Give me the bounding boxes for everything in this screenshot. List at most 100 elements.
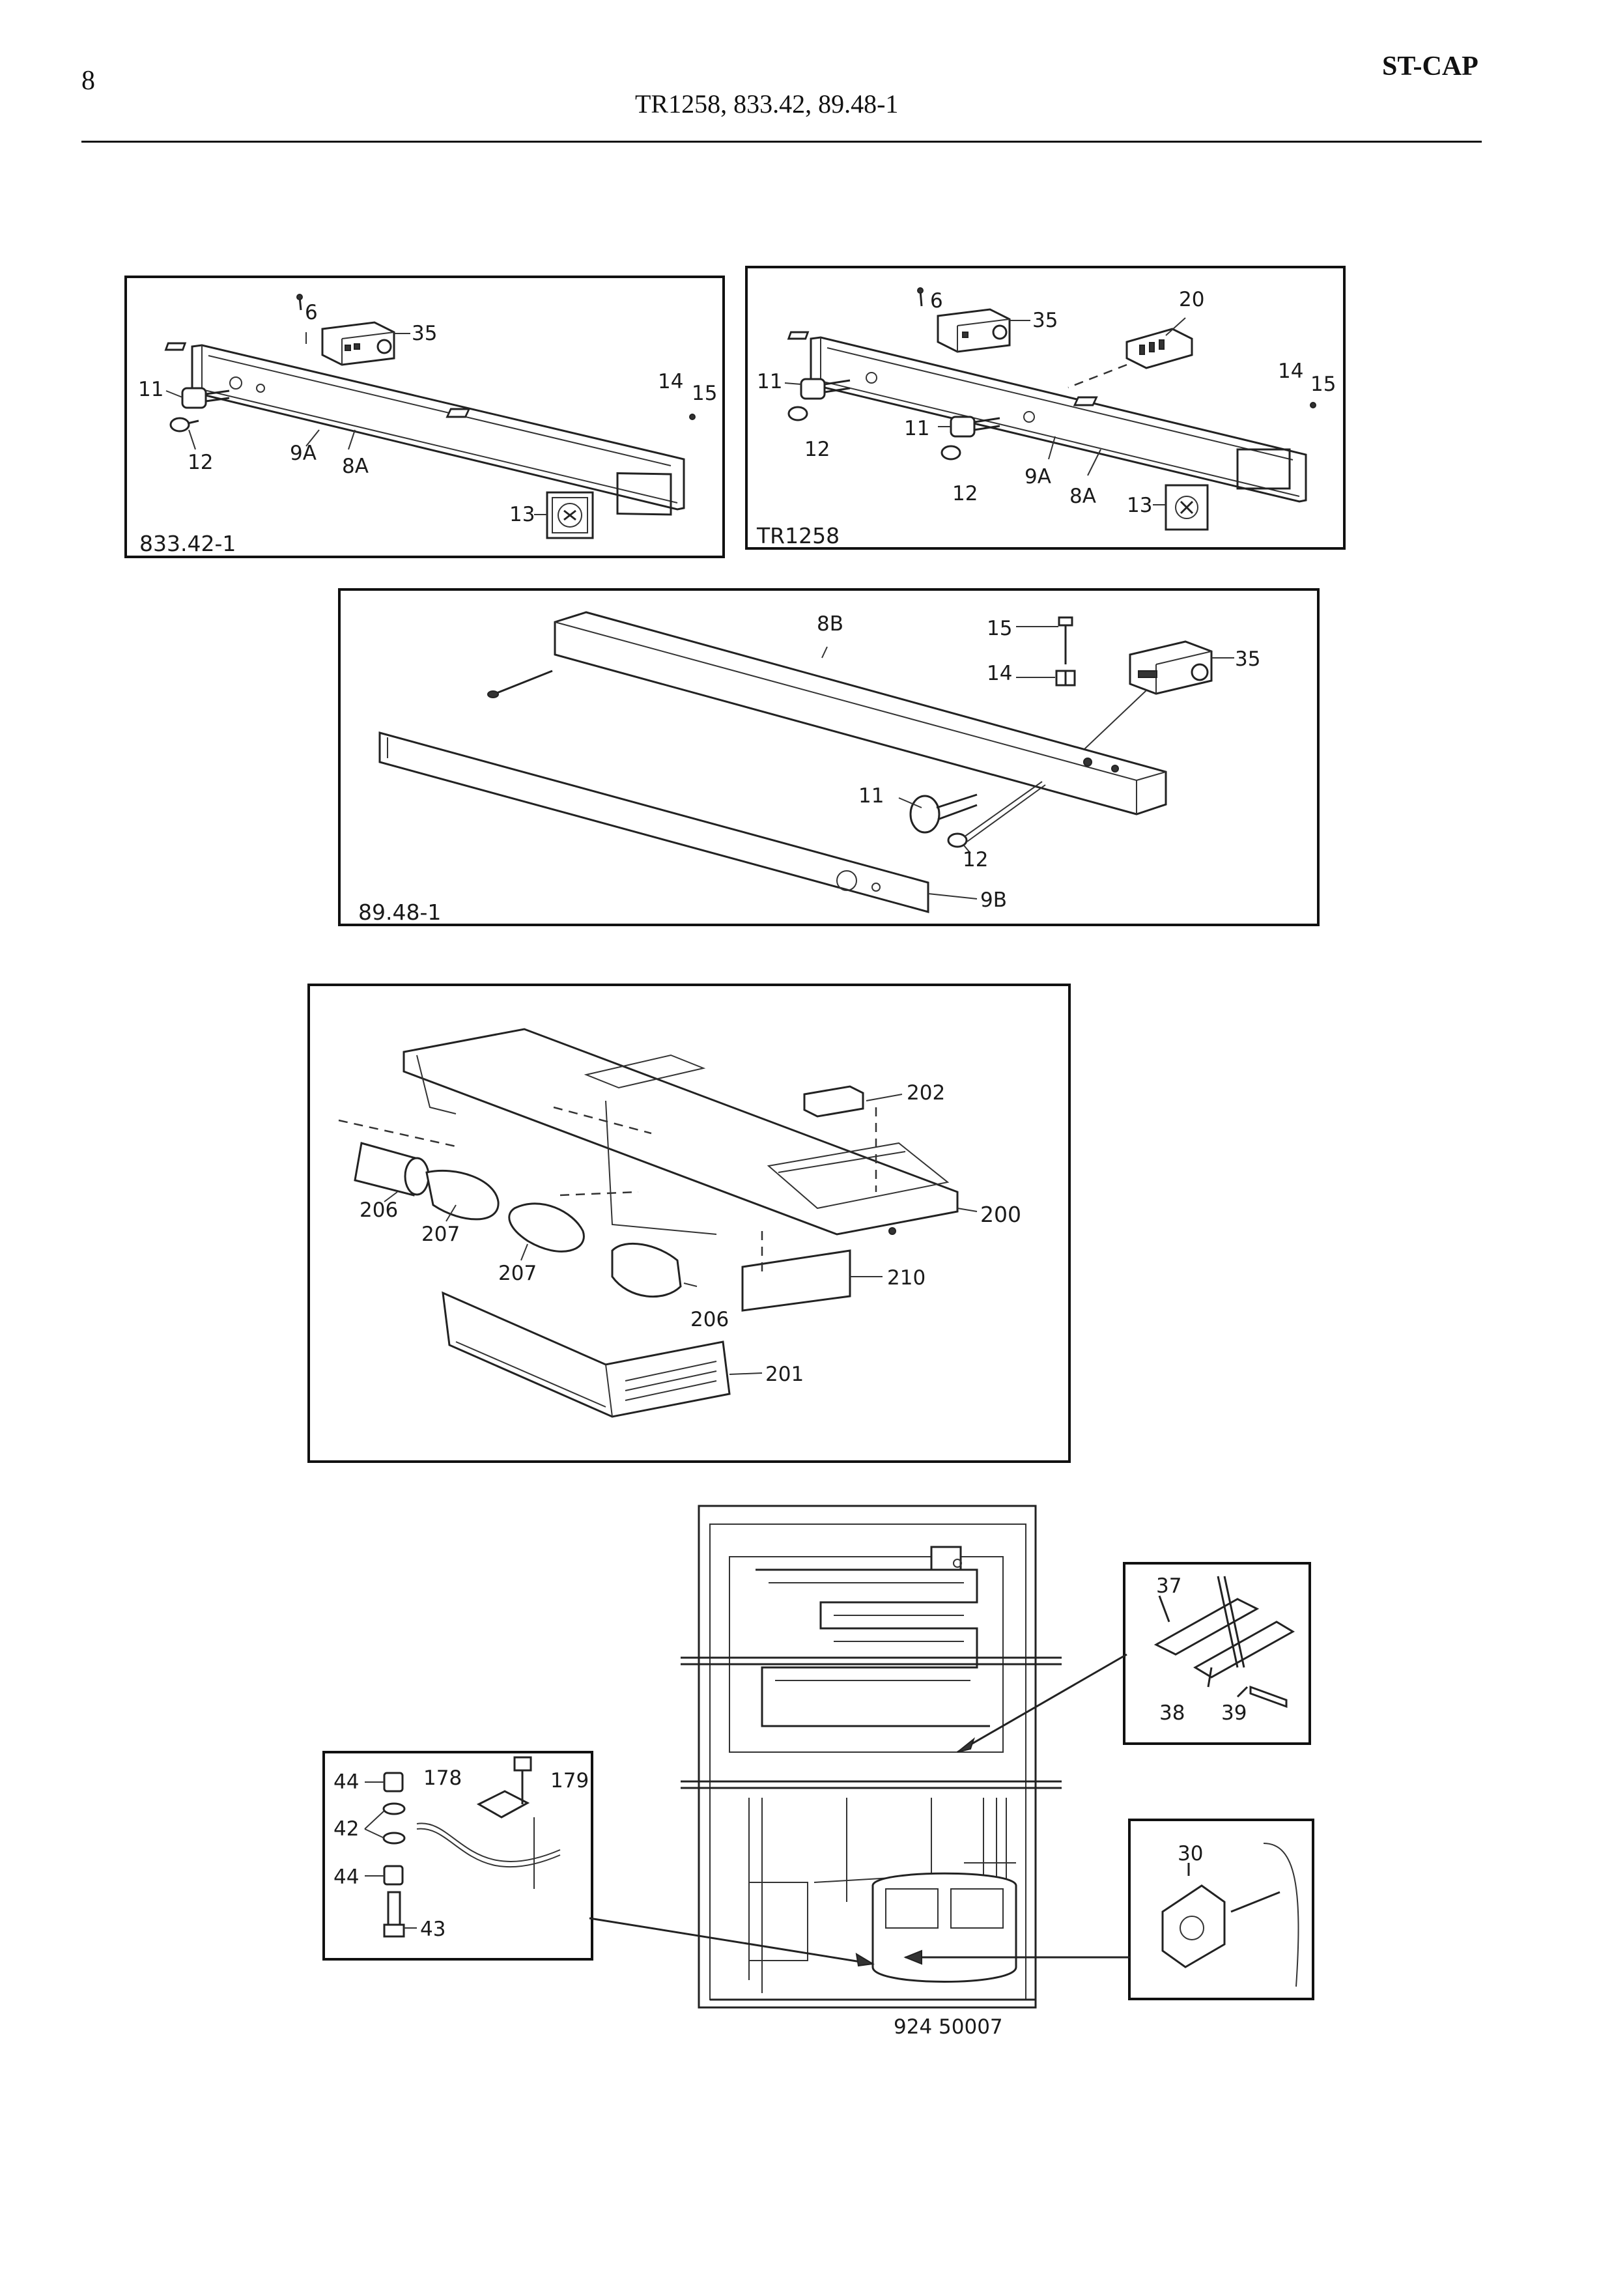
inset-relay: 30 bbox=[903, 1819, 1314, 2000]
compressor bbox=[871, 1872, 1017, 1983]
inset-mount: 44 178 179 42 44 43 bbox=[322, 1751, 875, 1967]
label-14: 14 bbox=[1278, 360, 1303, 383]
label-15: 15 bbox=[1310, 373, 1336, 396]
series-code: ST-CAP bbox=[1382, 51, 1478, 81]
lamp-cover-201 bbox=[442, 1291, 731, 1418]
label-206b: 206 bbox=[690, 1308, 729, 1331]
label-178: 178 bbox=[423, 1766, 462, 1790]
screw-15-clip-14 bbox=[1055, 616, 1076, 687]
panel-caption-tr1258: TR1258 bbox=[756, 523, 840, 548]
lamp-12b bbox=[940, 445, 961, 461]
bulb-207b bbox=[508, 1202, 585, 1253]
switch-block-35 bbox=[937, 308, 1011, 353]
lamp-cover-13 bbox=[546, 491, 594, 539]
lamp-12a bbox=[787, 406, 808, 421]
label-13: 13 bbox=[509, 503, 535, 526]
label-38: 38 bbox=[1159, 1701, 1185, 1725]
screw-6 bbox=[787, 287, 924, 340]
drawing-number: 924 50007 bbox=[894, 2015, 1003, 2039]
label-202: 202 bbox=[907, 1081, 945, 1105]
thermostat-knob-11a bbox=[800, 378, 851, 400]
lamp-12 bbox=[947, 781, 1046, 848]
panel-tr1258-frame bbox=[745, 266, 1346, 550]
label-15: 15 bbox=[987, 617, 1012, 640]
label-11: 11 bbox=[138, 378, 163, 401]
label-9a: 9A bbox=[290, 442, 317, 465]
label-11: 11 bbox=[858, 784, 884, 808]
panel-caption-833-42-1: 833.42-1 bbox=[139, 531, 236, 556]
label-8b: 8B bbox=[817, 612, 843, 636]
screw-6 bbox=[164, 294, 303, 351]
label-207b: 207 bbox=[498, 1262, 537, 1285]
knob-11 bbox=[909, 793, 978, 834]
label-39: 39 bbox=[1221, 1701, 1247, 1725]
label-201: 201 bbox=[765, 1363, 804, 1386]
label-200: 200 bbox=[980, 1202, 1021, 1227]
panel-833-frame bbox=[124, 276, 725, 558]
label-206a: 206 bbox=[360, 1198, 398, 1222]
lamp-socket-206a bbox=[354, 1142, 430, 1197]
panel-lamp-frame bbox=[307, 984, 1071, 1463]
label-207a: 207 bbox=[421, 1223, 460, 1246]
lamp-housing-200 bbox=[403, 1028, 959, 1236]
label-13: 13 bbox=[1127, 494, 1152, 517]
screw-long bbox=[487, 670, 553, 698]
lamp-12 bbox=[169, 417, 199, 432]
fridge-cabinet bbox=[698, 1505, 1037, 2009]
document-title: TR1258, 833.42, 89.48-1 bbox=[635, 89, 899, 119]
label-42: 42 bbox=[333, 1817, 359, 1841]
control-panel-bar-8a bbox=[810, 336, 1307, 503]
panel-8948-frame bbox=[338, 588, 1320, 926]
label-30: 30 bbox=[1178, 1842, 1203, 1865]
label-8a: 8A bbox=[1069, 485, 1096, 508]
thermostat-knob-11b bbox=[950, 416, 1000, 438]
thermostat-knob-11 bbox=[181, 387, 230, 409]
panel-89-48-1: 8B 15 14 35 11 12 9B 89.48-1 bbox=[338, 588, 1320, 926]
panel-tr1258: 6 35 20 11 11 14 15 12 12 9A 8A 13 TR125… bbox=[745, 266, 1346, 550]
panel-833-42-1: 6 35 11 14 15 12 9A 8A 13 833.42-1 bbox=[124, 276, 725, 558]
switch-block-35 bbox=[1084, 640, 1213, 750]
label-44b: 44 bbox=[333, 1865, 359, 1889]
label-12b: 12 bbox=[952, 482, 978, 505]
label-179: 179 bbox=[550, 1769, 589, 1793]
label-9a: 9A bbox=[1025, 465, 1051, 489]
condenser-coil bbox=[756, 1568, 990, 1727]
switch-unit-20 bbox=[1068, 328, 1193, 389]
control-housing-8b bbox=[554, 611, 1167, 815]
clip-14-15 bbox=[445, 408, 696, 420]
label-15: 15 bbox=[692, 382, 717, 405]
label-35: 35 bbox=[1032, 309, 1058, 332]
label-20: 20 bbox=[1179, 288, 1204, 311]
panel-fridge-rear: 37 38 39 30 bbox=[322, 1505, 1314, 2039]
label-14: 14 bbox=[658, 370, 683, 393]
clip-14-15 bbox=[1073, 396, 1316, 408]
label-14: 14 bbox=[987, 662, 1012, 685]
label-12: 12 bbox=[963, 848, 988, 872]
control-panel-bar-8a bbox=[191, 344, 685, 516]
label-43: 43 bbox=[420, 1918, 445, 1941]
label-12: 12 bbox=[188, 451, 213, 474]
switch-block-35 bbox=[321, 321, 395, 366]
label-8a: 8A bbox=[342, 455, 369, 478]
inset-bracket: 37 38 39 bbox=[957, 1562, 1311, 1753]
label-9b: 9B bbox=[980, 888, 1007, 912]
connector-202 bbox=[803, 1085, 877, 1192]
lamp-socket-206b bbox=[611, 1242, 682, 1298]
label-6: 6 bbox=[930, 289, 943, 313]
panel-caption-89-48-1: 89.48-1 bbox=[358, 900, 441, 925]
label-11a: 11 bbox=[757, 370, 782, 393]
bulb-207a bbox=[425, 1169, 500, 1221]
label-35: 35 bbox=[412, 322, 437, 345]
front-panel-9b bbox=[378, 731, 929, 913]
label-37: 37 bbox=[1156, 1574, 1181, 1598]
page-number: 8 bbox=[81, 66, 95, 96]
diffuser-210 bbox=[741, 1249, 851, 1312]
panel-lamp-housing: 202 206 207 200 207 210 206 201 bbox=[307, 984, 1071, 1463]
top-bracket bbox=[930, 1546, 962, 1571]
label-11b: 11 bbox=[904, 417, 929, 440]
label-6: 6 bbox=[305, 301, 318, 324]
label-12a: 12 bbox=[804, 438, 830, 461]
lamp-cover-13 bbox=[1165, 484, 1209, 531]
header-rule bbox=[81, 141, 1482, 143]
